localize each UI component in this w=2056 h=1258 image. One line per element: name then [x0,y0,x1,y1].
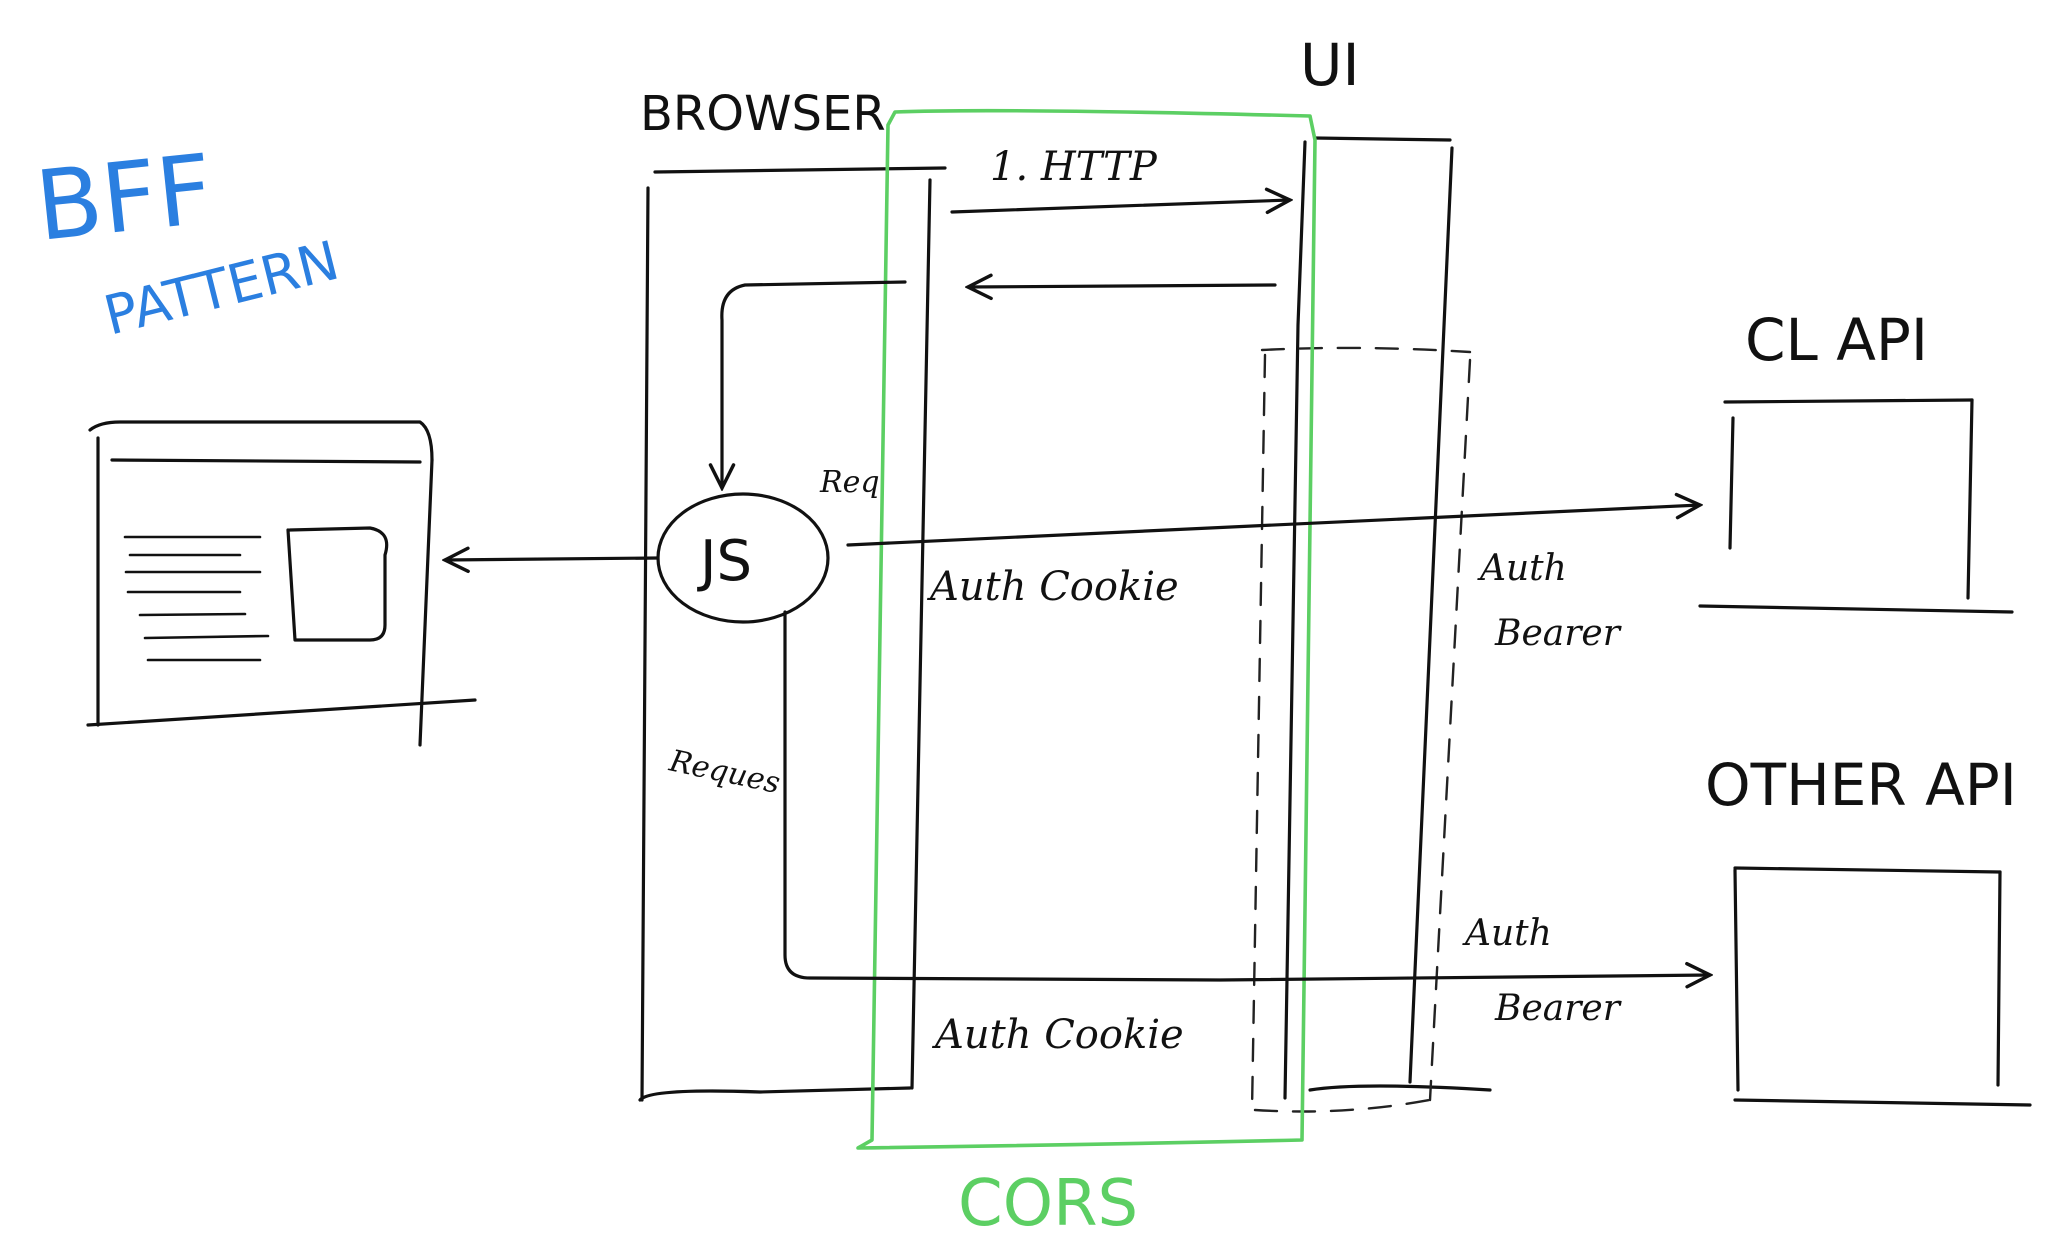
js-label: JS [697,529,752,594]
cl-api-request-arrow [846,505,1700,547]
http-label: 1. HTTP [990,144,1158,190]
auth-bearer-top-2: Bearer [1494,613,1622,654]
req-left-label: Reques [665,743,783,801]
js-node: JS [656,492,830,624]
cors-boundary [856,108,1317,1150]
ui-label: UI [1300,31,1360,99]
http-response-arrow [968,285,1277,287]
cl-api-box [1698,398,2014,614]
auth-bearer-bottom-2: Bearer [1494,988,1622,1029]
load-js-arrow [722,280,907,488]
js-to-page-arrow [445,558,660,560]
auth-bearer-bottom-1: Auth [1462,913,1552,954]
cors-label: CORS [958,1167,1138,1241]
browser-label: BROWSER [640,86,886,142]
req-top-label: Req [819,465,880,500]
auth-cookie-bottom-label: Auth Cookie [931,1012,1184,1058]
browser-column [638,166,947,1102]
ui-column [1283,136,1492,1100]
web-page-icon [86,420,477,747]
title-line1: BFF [31,133,218,263]
http-request-arrow [950,200,1290,212]
other-api-label: OTHER API [1705,751,2017,819]
auth-cookie-top-label: Auth Cookie [926,564,1179,610]
other-api-request-path [783,610,1710,980]
other-api-box [1733,866,2032,1107]
auth-bearer-top-1: Auth [1477,548,1567,589]
cl-api-label: CL API [1745,306,1928,374]
